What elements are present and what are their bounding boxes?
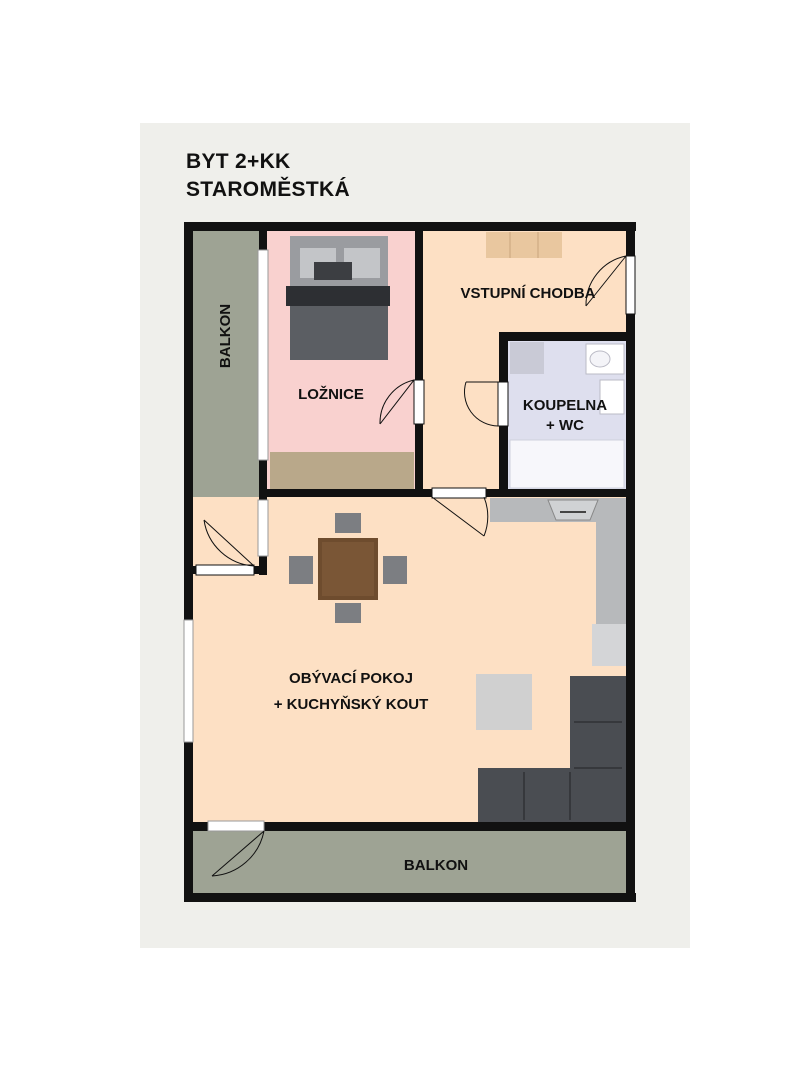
- title-line-1: BYT 2+KK: [186, 150, 291, 173]
- bathroom-label-line-1: KOUPELNA: [523, 397, 607, 414]
- corner-sofa: [478, 676, 626, 824]
- doors: [195, 255, 636, 877]
- hallway-label: VSTUPNÍ CHODBA: [460, 285, 595, 302]
- bathroom-sink: [599, 379, 625, 415]
- living-label-line-1: OBÝVACÍ POKOJ: [289, 669, 413, 687]
- cooker-hood: [547, 499, 599, 521]
- balcony-left-label: BALKON: [217, 304, 234, 368]
- washing-machine: [510, 342, 544, 374]
- hallway-cabinet: [486, 232, 562, 258]
- bathtub: [509, 439, 625, 489]
- bedroom-label: LOŽNICE: [298, 385, 364, 403]
- plan-title: BYT 2+KK STAROMĚSTKÁ: [186, 148, 350, 204]
- double-bed: [286, 236, 390, 360]
- dining-set: [289, 513, 407, 623]
- fridge: [592, 624, 626, 666]
- balcony-bottom-label: BALKON: [404, 857, 468, 874]
- bathroom-label-line-2: + WC: [546, 417, 584, 434]
- coffee-table: [476, 674, 532, 730]
- living-label-line-2: + KUCHYŇSKÝ KOUT: [274, 695, 429, 713]
- bedroom-wardrobe: [270, 452, 414, 490]
- balcony-bottom-area: [192, 830, 626, 894]
- title-line-2: STAROMĚSTKÁ: [186, 178, 350, 201]
- toilet: [585, 343, 625, 375]
